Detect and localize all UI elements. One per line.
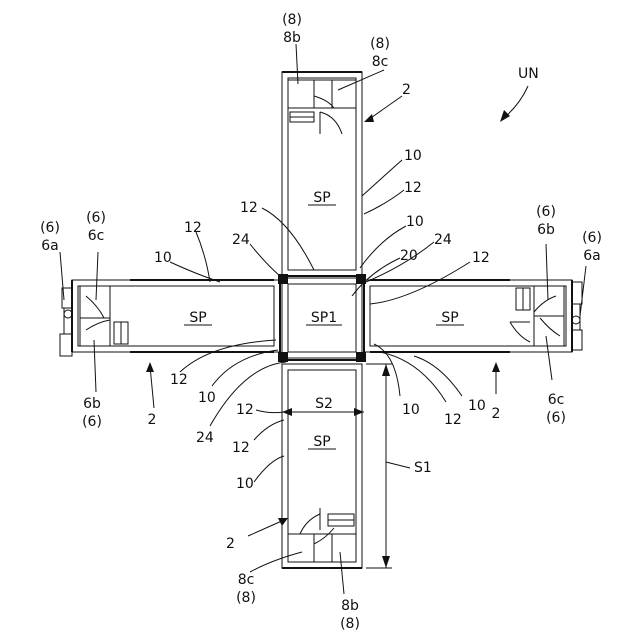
label-horizontal: S2 [315,396,333,412]
label-unit-label: UN [518,66,539,82]
label-top-12: 12 [404,180,422,196]
label-center: SP1 [311,310,337,326]
label-right-10-b: 10 [468,398,486,414]
label-left-6b: 6b [83,396,101,412]
label-left-6b-paren: (6) [82,414,102,430]
label-top: SP [313,190,330,206]
label-lower-10-a: 10 [198,390,216,406]
label-bottom-8c-paren: (8) [236,590,256,606]
label-lower-24: 24 [196,430,214,446]
label-left-6a: 6a [41,238,59,254]
label-bottom-8b-paren: (8) [340,616,360,632]
label-right-12: 12 [444,412,462,428]
label-right-6c-paren: (6) [546,410,566,426]
label-top-8c: 8c [372,54,389,70]
label-lower-12-a: 12 [170,372,188,388]
bottom-container [282,364,362,568]
label-lower-10-b: 10 [236,476,254,492]
unit-arrow: UN [500,66,539,122]
label-center-24-right: 24 [434,232,452,248]
center-space-label: SP1 [306,310,342,326]
label-left-6c-paren: (6) [86,210,106,226]
label-left-10: 10 [154,250,172,266]
top-container [282,72,362,276]
label-right-6b: 6b [537,222,555,238]
label-top-10-inner: 10 [406,214,424,230]
label-center-20: 20 [400,248,418,264]
label-right-6c: 6c [548,392,565,408]
label-top-8b: 8b [283,30,301,46]
label-left-6a-paren: (6) [40,220,60,236]
label-bottom-8c: 8c [238,572,255,588]
label-right-10-a: 10 [402,402,420,418]
label-right-2: 2 [492,406,501,422]
dimension-s1: S1 [366,364,432,568]
label-lower-12-b: 12 [236,402,254,418]
label-top-12-inner: 12 [240,200,258,216]
label-center-24-left: 24 [232,232,250,248]
label-lower-12-c: 12 [232,440,250,456]
label-right: SP [441,310,458,326]
label-right-6b-paren: (6) [536,204,556,220]
label-top-10: 10 [404,148,422,164]
label-right-6a: 6a [583,248,601,264]
label-top-8b-paren: (8) [282,12,302,28]
label-center-12-right: 12 [472,250,490,266]
label-top-8c-paren: (8) [370,36,390,52]
label-top-2: 2 [402,82,411,98]
label-right-6a-paren: (6) [582,230,602,246]
label-left: SP [189,310,206,326]
label-bottom: SP [313,434,330,450]
label-left-6c: 6c [88,228,105,244]
label-left-12: 12 [184,220,202,236]
label-bottom-8b: 8b [341,598,359,614]
right-container [364,280,582,352]
label-vertical: S1 [414,460,432,476]
label-bottom-2: 2 [226,536,235,552]
label-left-2: 2 [148,412,157,428]
left-container [60,280,280,356]
